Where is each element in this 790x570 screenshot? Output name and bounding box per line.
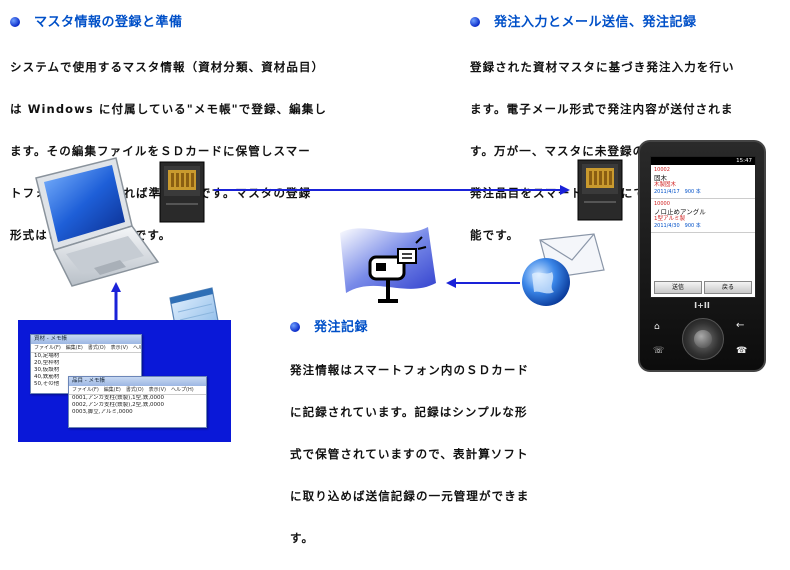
text-line: 0003,脚立,アルミ,0000: [72, 409, 133, 415]
text-line: 0002,アンカ支柱(鉄製),2型,鉄,0000: [72, 402, 165, 408]
entry-detail: 2011/4/17 900 本: [654, 189, 701, 195]
order-entry[interactable]: 10000 ノロ止めアングル 1型アルミ製 2011/4/30 900 本: [651, 199, 755, 233]
back-button[interactable]: 戻る: [704, 281, 752, 294]
navigation-dial[interactable]: [682, 318, 724, 360]
sd-card-icon: [577, 159, 623, 221]
end-call-icon[interactable]: ☎: [736, 346, 748, 356]
text-line: 0001,アンカ支柱(鉄製),1型,鉄,0000: [72, 395, 165, 401]
status-bar: 15:47: [651, 157, 755, 165]
master-line: は Windows に付属している"メモ帳"で登録、編集し: [10, 102, 327, 116]
window-title: 品目 - メモ帳: [69, 377, 206, 386]
entry-code: 10000: [654, 201, 670, 207]
record-heading: 発注記録: [290, 316, 368, 335]
home-icon[interactable]: ⌂: [654, 322, 660, 332]
order-line: 能です。: [470, 228, 520, 242]
entry-name: 固木: [654, 174, 667, 182]
record-line: す。: [290, 531, 315, 545]
phone-brand: I+II: [694, 301, 710, 310]
bullet-icon: [10, 17, 20, 27]
master-heading: マスタ情報の登録と準備: [10, 11, 183, 30]
order-line: ます。電子メール形式で発注内容が送付されま: [470, 102, 734, 116]
back-arrow-icon[interactable]: ←: [736, 320, 745, 331]
record-title: 発注記録: [314, 320, 369, 335]
bullet-icon: [470, 17, 480, 27]
record-line: に取り込めば送信記録の一元管理ができま: [290, 489, 530, 503]
smartphone: 15:47 10002 固木 木製固木 2011/4/17 900 本 1000…: [638, 140, 766, 372]
record-line: に記録されています。記録はシンプルな形: [290, 405, 528, 419]
master-line: システムで使用するマスタ情報（資材分類、資材品目）: [10, 60, 325, 74]
text-line: 20,型枠材: [34, 360, 60, 366]
send-button[interactable]: 送信: [654, 281, 702, 294]
text-line: 50,その他: [34, 381, 60, 387]
bullet-icon: [290, 322, 300, 332]
window-menu: ファイル(F) 編集(E) 書式(O) 表示(V) ヘルプ(H): [69, 386, 206, 395]
order-line: 登録された資材マスタに基づき発注入力を行い: [470, 60, 735, 74]
text-line: 10,足場材: [34, 353, 60, 359]
notepad-panel: 資材 - メモ帳 ファイル(F) 編集(E) 書式(O) 表示(V) ヘルプ(H…: [18, 320, 231, 442]
email-globe-icon: [522, 233, 605, 306]
order-title: 発注入力とメール送信、発注記録: [494, 15, 697, 30]
record-line: 発注情報はスマートフォン内のＳＤカード: [290, 363, 530, 377]
text-line: 40,鉄筋材: [34, 374, 60, 380]
entry-sub: 木製固木: [654, 182, 677, 188]
phone-screen: 15:47 10002 固木 木製固木 2011/4/17 900 本 1000…: [650, 156, 756, 298]
entry-name: ノロ止めアングル: [654, 208, 706, 216]
center-button[interactable]: [694, 330, 712, 348]
entry-detail: 2011/4/30 900 本: [654, 223, 701, 229]
master-line: ます。その編集ファイルをＳＤカードに保管しスマー: [10, 144, 311, 158]
window-title: 資材 - メモ帳: [31, 335, 141, 344]
order-heading: 発注入力とメール送信、発注記録: [470, 11, 697, 30]
order-entry[interactable]: 10002 固木 木製固木 2011/4/17 900 本: [651, 165, 755, 199]
sd-card-icon: [159, 161, 205, 223]
master-title: マスタ情報の登録と準備: [34, 15, 183, 30]
laptop-icon: [35, 157, 160, 287]
mailbox-icon: [340, 227, 436, 303]
flow-arrows: [111, 185, 570, 320]
notepad-window-items: 品目 - メモ帳 ファイル(F) 編集(E) 書式(O) 表示(V) ヘルプ(H…: [68, 376, 207, 428]
call-icon[interactable]: ☏: [653, 346, 665, 356]
text-line: 30,仮設材: [34, 367, 60, 373]
window-menu: ファイル(F) 編集(E) 書式(O) 表示(V) ヘルプ(H): [31, 344, 141, 353]
entry-code: 10002: [654, 167, 670, 173]
entry-sub: 1型アルミ製: [654, 216, 685, 222]
